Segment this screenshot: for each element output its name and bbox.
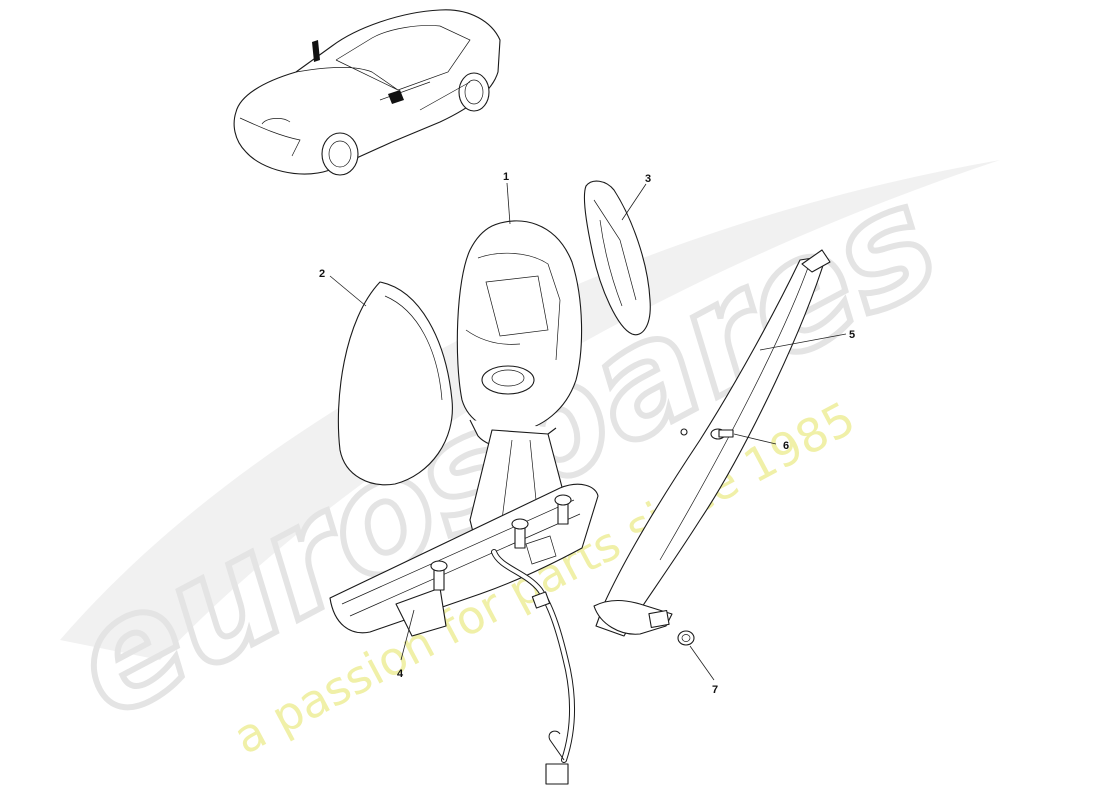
bracket-bolt-3 — [554, 494, 572, 525]
car-overview-illustration — [233, 9, 501, 176]
callout-6: 6 — [783, 440, 789, 452]
leader-7 — [689, 645, 715, 681]
a-pillar-trim-part — [593, 249, 831, 637]
leader-1 — [506, 182, 511, 225]
callout-3: 3 — [645, 173, 651, 185]
mirror-base-bracket-part — [329, 483, 599, 637]
bracket-bolt-2 — [511, 518, 529, 549]
leader-3 — [621, 183, 647, 221]
watermark-swoosh — [60, 160, 1000, 660]
callout-5: 5 — [849, 329, 855, 341]
callout-2: 2 — [319, 268, 325, 280]
leader-2 — [329, 275, 367, 307]
bracket-bolt-1 — [430, 560, 448, 591]
leader-lines — [329, 182, 847, 681]
housing-cover-part — [583, 180, 651, 336]
wiring-harness-part — [491, 549, 576, 785]
nut-part — [677, 630, 695, 646]
screw-part — [710, 428, 734, 440]
callout-labels: 1 2 3 4 5 6 7 — [319, 171, 855, 696]
leader-5 — [759, 333, 847, 351]
mirror-glass-part — [337, 281, 453, 486]
leader-4 — [400, 609, 415, 661]
callout-7: 7 — [712, 684, 718, 696]
leader-6 — [733, 433, 777, 445]
callout-4: 4 — [397, 668, 404, 680]
harness-connector — [545, 763, 569, 785]
callout-1: 1 — [503, 171, 509, 183]
